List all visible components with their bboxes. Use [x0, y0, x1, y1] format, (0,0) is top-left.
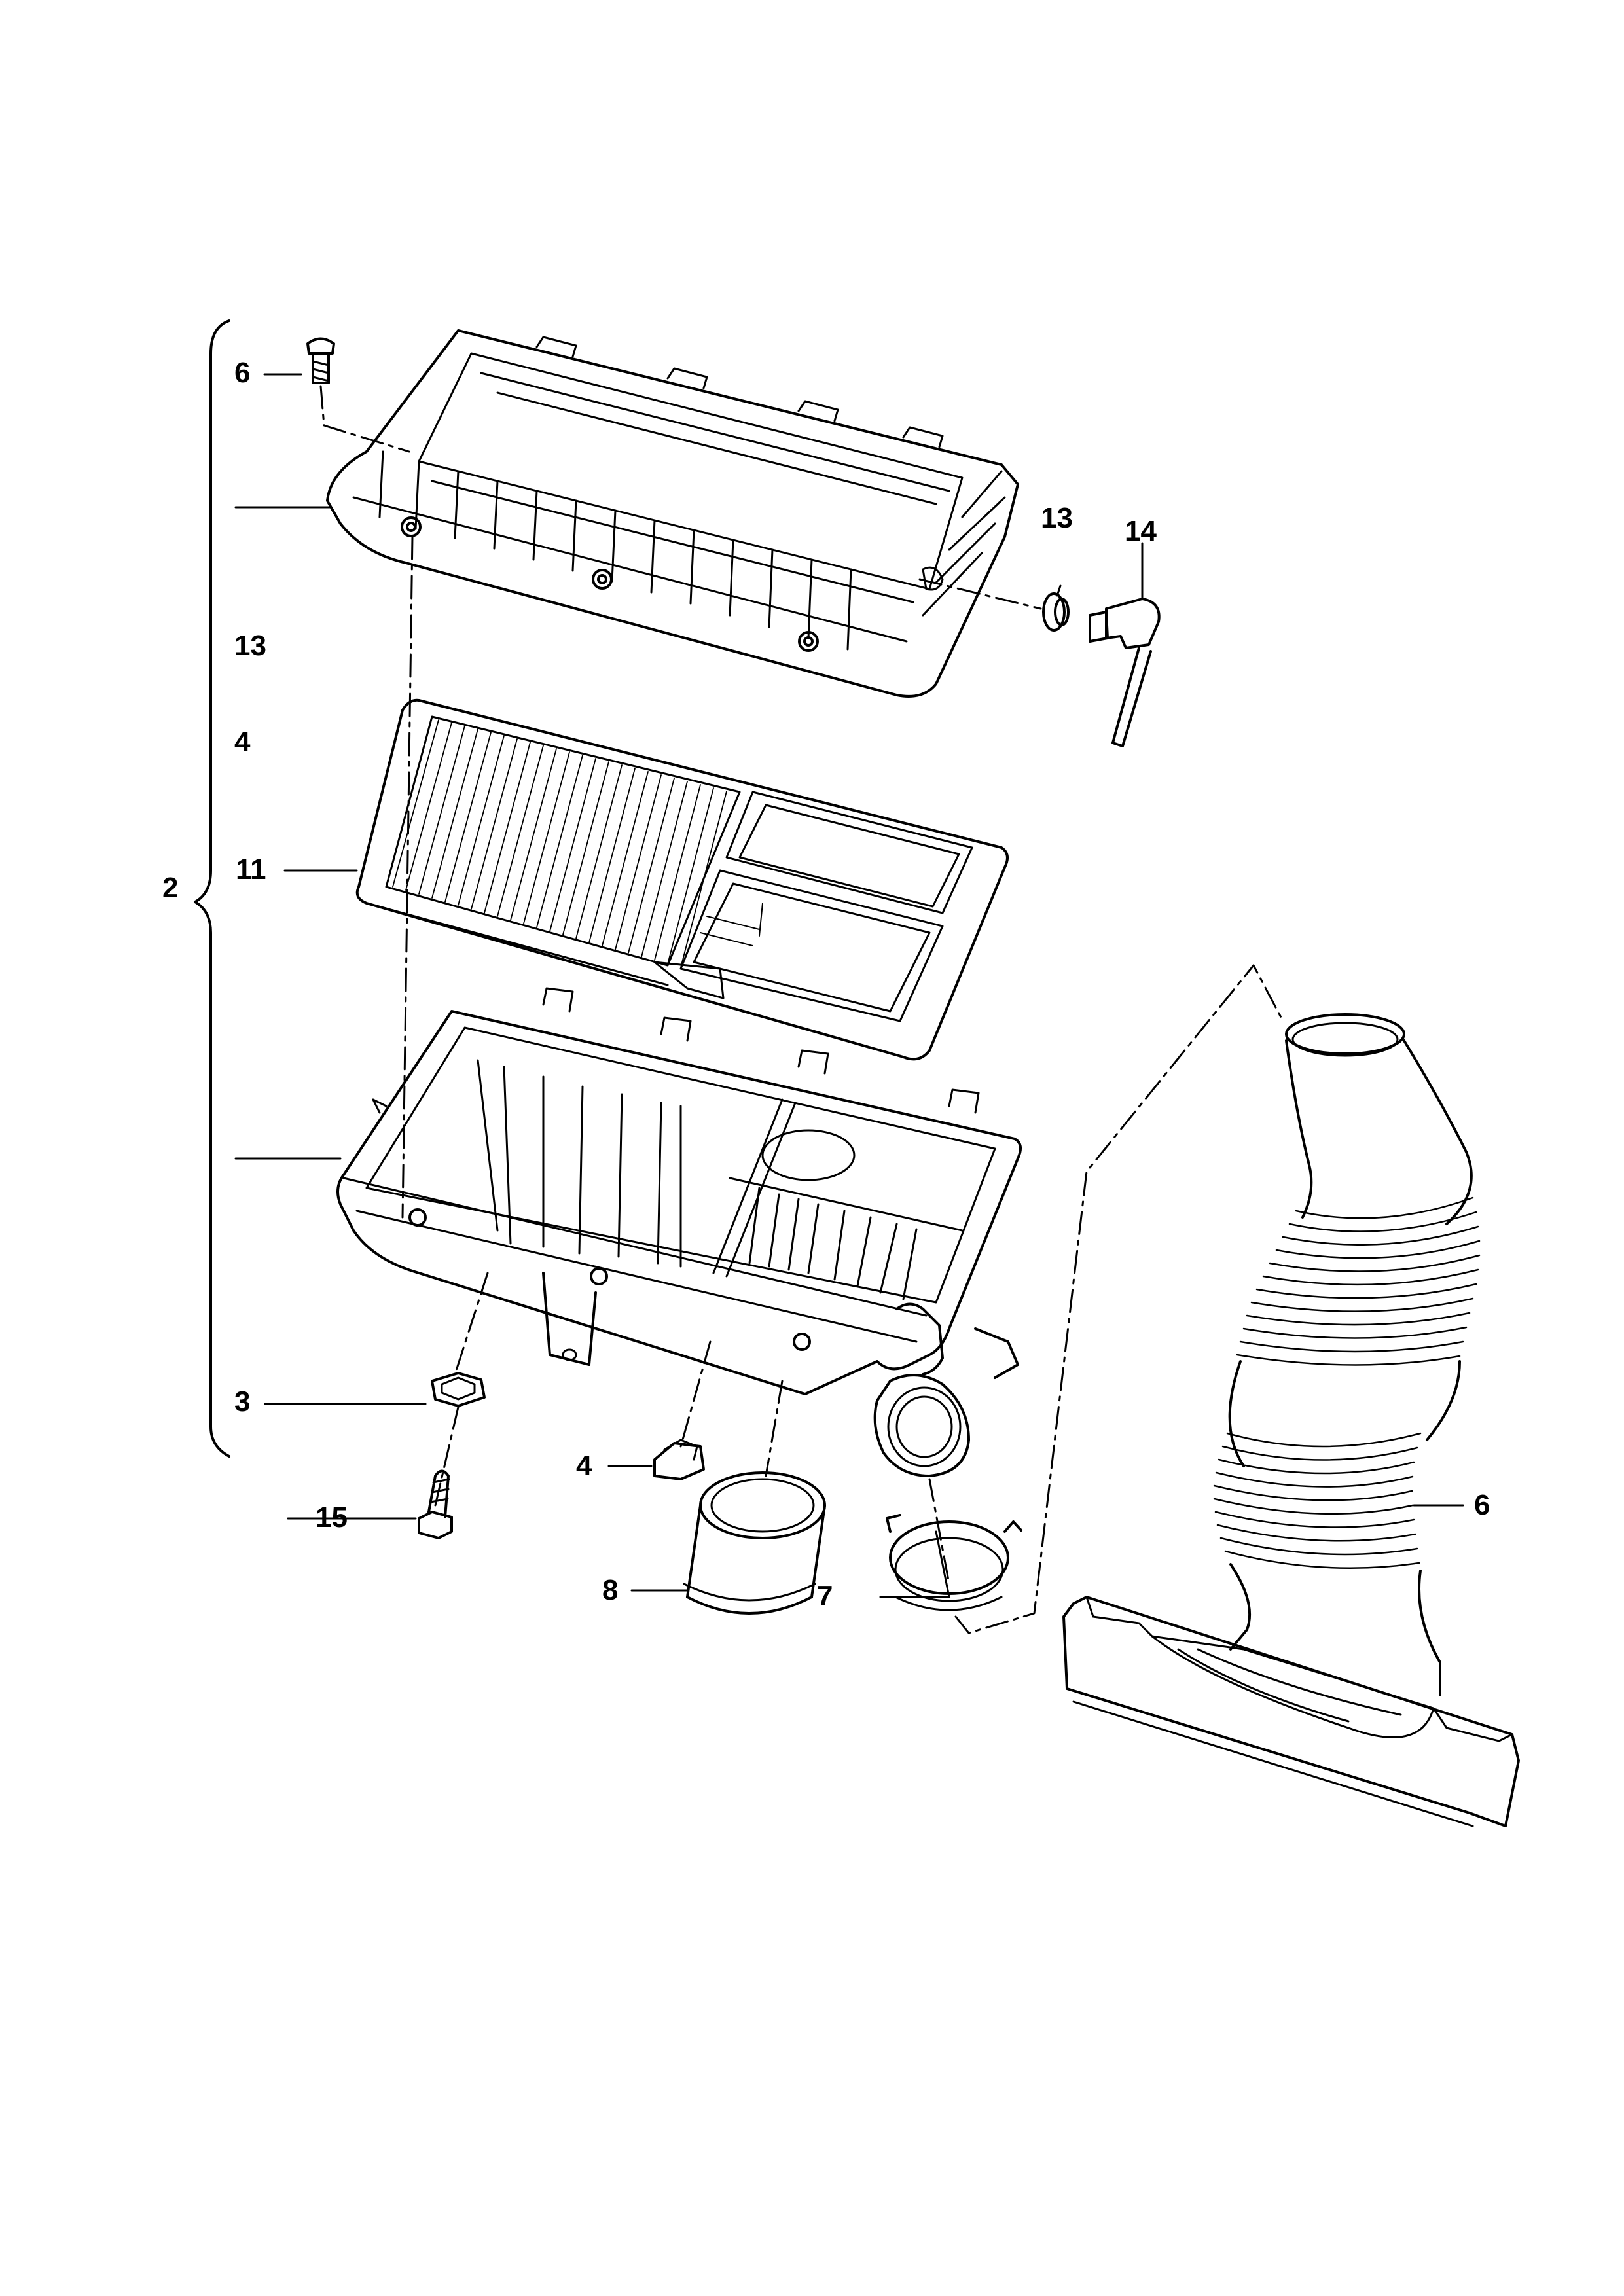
intake-hose-6 [1213, 1013, 1481, 1696]
nut-4 [653, 1439, 705, 1480]
bolt-15 [418, 1469, 453, 1539]
callout-3: 3 [234, 1386, 251, 1418]
callout-14: 14 [1125, 515, 1157, 547]
callout-8: 8 [602, 1574, 619, 1606]
hose-bottom-duct [1062, 1596, 1520, 1827]
callout-15: 15 [316, 1501, 348, 1534]
grommet-13 [1042, 592, 1070, 632]
upper-housing-cover [326, 329, 1019, 698]
callout-2: 2 [162, 872, 179, 904]
callout-7: 7 [817, 1580, 833, 1612]
assembly-guide-lines [319, 385, 1284, 1634]
leader-lines [234, 373, 1464, 1598]
sensor-14 [1089, 598, 1161, 747]
callout-4-left: 4 [234, 726, 251, 758]
callout-4-nut: 4 [576, 1450, 592, 1482]
callout-11: 11 [236, 853, 266, 886]
callout-13-grommet: 13 [1041, 502, 1073, 534]
callout-6-hose: 6 [1474, 1489, 1490, 1521]
grommet-3 [431, 1372, 486, 1407]
callout-6-screw: 6 [234, 357, 251, 389]
housing-outlet [873, 1374, 970, 1477]
screw-6 [306, 337, 335, 384]
intake-sleeve-8 [683, 1471, 826, 1615]
callout-13-left: 13 [234, 630, 266, 662]
assembly-bracket [194, 319, 230, 1458]
air-filter-element [355, 698, 1009, 1061]
lower-housing [336, 961, 1022, 1395]
hose-clamp-7 [886, 1514, 1022, 1611]
